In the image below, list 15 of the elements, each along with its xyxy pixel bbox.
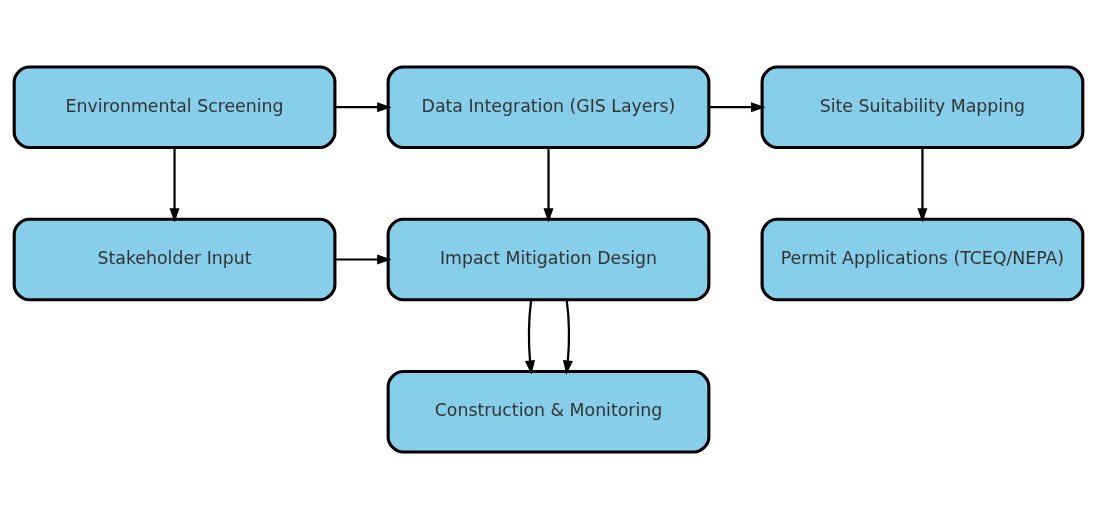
arrow [335, 101, 392, 112]
arrow [524, 299, 535, 375]
node-box: Permit Applications (TCEQ/NEPA) [760, 217, 1085, 301]
arrow [709, 101, 766, 112]
node-box: Site Suitability Mapping [760, 64, 1085, 149]
arrow [169, 147, 180, 223]
node-box: Data Integration (GIS Layers) [386, 64, 711, 149]
arrow [562, 299, 573, 375]
node-box: Stakeholder Input [12, 217, 337, 301]
arrow [917, 147, 928, 223]
node-box: Construction & Monitoring [386, 369, 711, 454]
arrow [335, 253, 392, 265]
arrow [543, 147, 554, 223]
node-box: Impact Mitigation Design [386, 217, 711, 301]
node-box: Environmental Screening [12, 64, 337, 149]
